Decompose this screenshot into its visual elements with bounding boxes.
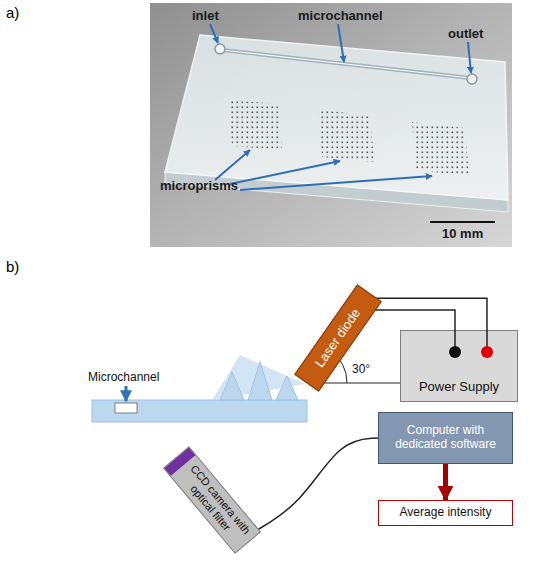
microprism-array	[412, 122, 469, 176]
node-text: Average intensity	[400, 506, 492, 520]
negative-terminal	[449, 346, 461, 358]
leader-arrow	[240, 176, 432, 190]
node-text: Laser diode	[312, 306, 363, 370]
positive-terminal	[481, 346, 493, 358]
node-text: Computer with dedicated software	[383, 424, 508, 452]
leader-arrow	[215, 150, 250, 180]
microprism	[276, 376, 298, 400]
channel-section	[115, 403, 137, 413]
wire	[366, 310, 455, 330]
laser-beam	[212, 355, 305, 400]
wire	[253, 438, 378, 532]
power-supply-box: Power Supply	[400, 330, 518, 402]
outlet-port	[467, 74, 477, 84]
microprism-array	[318, 110, 374, 162]
pointer-arrow	[125, 386, 128, 401]
photo-microchannel	[222, 50, 470, 78]
part-name: Microchannel	[88, 370, 159, 384]
photo-background	[150, 3, 512, 247]
leader-arrow	[210, 24, 218, 43]
inlet-port	[215, 44, 225, 54]
result-box: Average intensity	[378, 500, 513, 526]
ccd-camera-box: CCD camera with optical filter	[163, 446, 261, 554]
microprism-array	[228, 100, 282, 150]
microprism	[248, 362, 272, 400]
panel-label: b)	[6, 258, 19, 275]
microprism	[220, 372, 244, 400]
part-name: microprisms	[160, 178, 238, 193]
leader-arrow	[230, 161, 340, 184]
wire	[373, 298, 487, 330]
chip-cross-section	[92, 400, 307, 422]
scale-bar	[430, 221, 495, 223]
chip-slide	[165, 35, 508, 200]
part-name: microchannel	[298, 8, 383, 23]
panel-label: a)	[6, 4, 19, 21]
node-text: CCD camera with optical filter	[175, 460, 255, 548]
part-name: outlet	[448, 26, 483, 41]
flow-arrow	[443, 464, 448, 500]
leader-arrow	[468, 42, 471, 73]
leader-arrow	[338, 24, 344, 62]
node-text: Power Supply	[419, 380, 499, 395]
part-name: inlet	[192, 8, 219, 23]
terminal-group	[400, 330, 518, 370]
scale-label: 10 mm	[442, 226, 483, 241]
photo-microchannel-highlight	[222, 50, 470, 78]
computer-box: Computer with dedicated software	[378, 412, 513, 464]
angle-label: 30°	[352, 362, 370, 376]
